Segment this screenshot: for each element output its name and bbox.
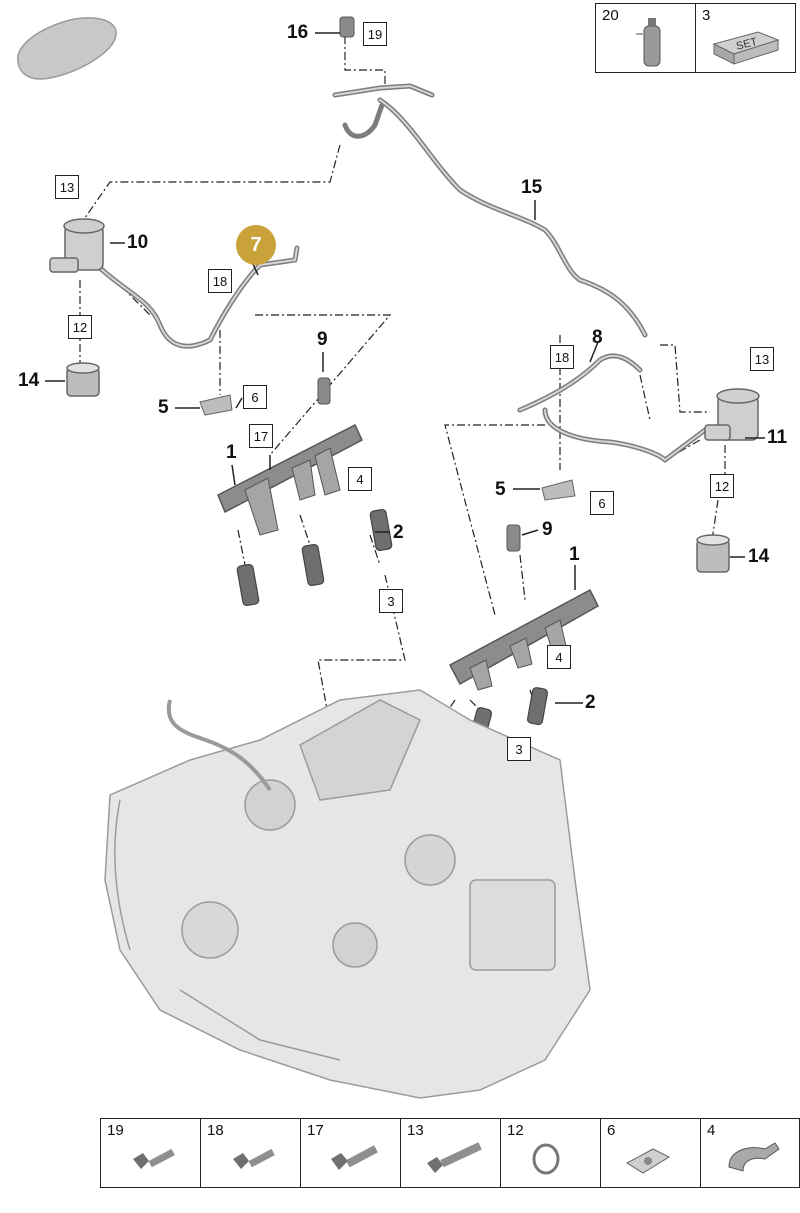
- fuel-lines: [97, 83, 708, 463]
- inset-cell-17: 17: [301, 1119, 401, 1187]
- callout-8: 8: [592, 327, 603, 348]
- spray-can-icon: [636, 18, 661, 67]
- ref-box-6-left: 6: [243, 385, 267, 409]
- bracket-left: [199, 394, 233, 416]
- inset-number: 4: [707, 1122, 716, 1139]
- pressure-sensor-left: [317, 377, 331, 405]
- callout-14-right: 14: [748, 546, 770, 567]
- callout-5-left: 5: [158, 397, 169, 418]
- callout-11: 11: [767, 427, 788, 448]
- bolt-icon: [133, 1148, 175, 1169]
- engine-block: [104, 689, 591, 1099]
- inset-cell-13: 13: [401, 1119, 501, 1187]
- long-bolt-icon: [427, 1142, 482, 1173]
- tappet-left: [66, 362, 100, 397]
- callout-ticks: [45, 32, 765, 704]
- set-label: SET: [735, 36, 759, 53]
- top-inset: 20 3 SET: [595, 3, 796, 73]
- callout-5-right: 5: [495, 479, 506, 500]
- ref-box-3-left: 3: [379, 589, 403, 613]
- engine-fuel-line: [166, 699, 272, 792]
- inset-cell-19: 19: [101, 1119, 201, 1187]
- inset-cell-12: 12: [501, 1119, 601, 1187]
- fuel-rail-left: [217, 423, 363, 536]
- inset-number: 3: [702, 7, 711, 24]
- inset-cell-4: 4: [701, 1119, 800, 1187]
- inset-cell-set: 3 SET: [696, 4, 797, 72]
- callout-15: 15: [521, 177, 543, 198]
- ref-box-6-right: 6: [590, 491, 614, 515]
- inset-number: 18: [207, 1122, 224, 1139]
- o-ring-icon: [532, 1143, 560, 1175]
- bolt-icon: [233, 1148, 275, 1169]
- ref-box-4-left: 4: [348, 467, 372, 491]
- leader-lines: [79, 36, 726, 881]
- callout-9-left: 9: [317, 329, 328, 350]
- bottom-inset: 19 18 17 13 12 6: [100, 1118, 800, 1188]
- bolt-icon: [331, 1145, 378, 1170]
- callout-7-highlight: 7: [236, 225, 276, 265]
- set-box-icon: SET: [712, 31, 780, 65]
- fuel-rail-right: [448, 588, 599, 691]
- pressure-sensor-top: [339, 16, 355, 38]
- inset-number: 17: [307, 1122, 324, 1139]
- inset-cell-6: 6: [601, 1119, 701, 1187]
- inset-number: 6: [607, 1122, 616, 1139]
- callout-2-right: 2: [585, 692, 596, 713]
- clip-nut-icon: [626, 1148, 671, 1174]
- ref-box-19: 19: [363, 22, 387, 46]
- fuel-pump-right: [704, 388, 760, 441]
- callout-1-right: 1: [569, 544, 580, 565]
- ref-box-18-left: 18: [208, 269, 232, 293]
- callout-1-left: 1: [226, 442, 237, 463]
- pressure-sensor-right: [506, 524, 521, 552]
- inset-number: 20: [602, 7, 619, 24]
- callout-9-right: 9: [542, 519, 553, 540]
- callout-2-left: 2: [393, 522, 404, 543]
- callout-10: 10: [127, 232, 149, 253]
- inset-number: 13: [407, 1122, 424, 1139]
- callout-14-left: 14: [18, 370, 40, 391]
- car-silhouette-icon: [17, 17, 117, 80]
- fuel-pump-left: [49, 218, 105, 273]
- inset-number: 12: [507, 1122, 524, 1139]
- ref-box-13-left: 13: [55, 175, 79, 199]
- ref-box-13-right: 13: [750, 347, 774, 371]
- bracket-right: [541, 479, 576, 501]
- ref-box-4-right: 4: [547, 645, 571, 669]
- ref-box-17: 17: [249, 424, 273, 448]
- inset-number: 19: [107, 1122, 124, 1139]
- callout-16: 16: [287, 22, 309, 43]
- retaining-clip-icon: [728, 1142, 780, 1172]
- ref-box-18-right: 18: [550, 345, 574, 369]
- ref-box-12-left: 12: [68, 315, 92, 339]
- inset-cell-18: 18: [201, 1119, 301, 1187]
- ref-box-3-right: 3: [507, 737, 531, 761]
- ref-box-12-right: 12: [710, 474, 734, 498]
- tappet-right: [696, 534, 730, 573]
- inset-cell-cleaner: 20: [596, 4, 696, 72]
